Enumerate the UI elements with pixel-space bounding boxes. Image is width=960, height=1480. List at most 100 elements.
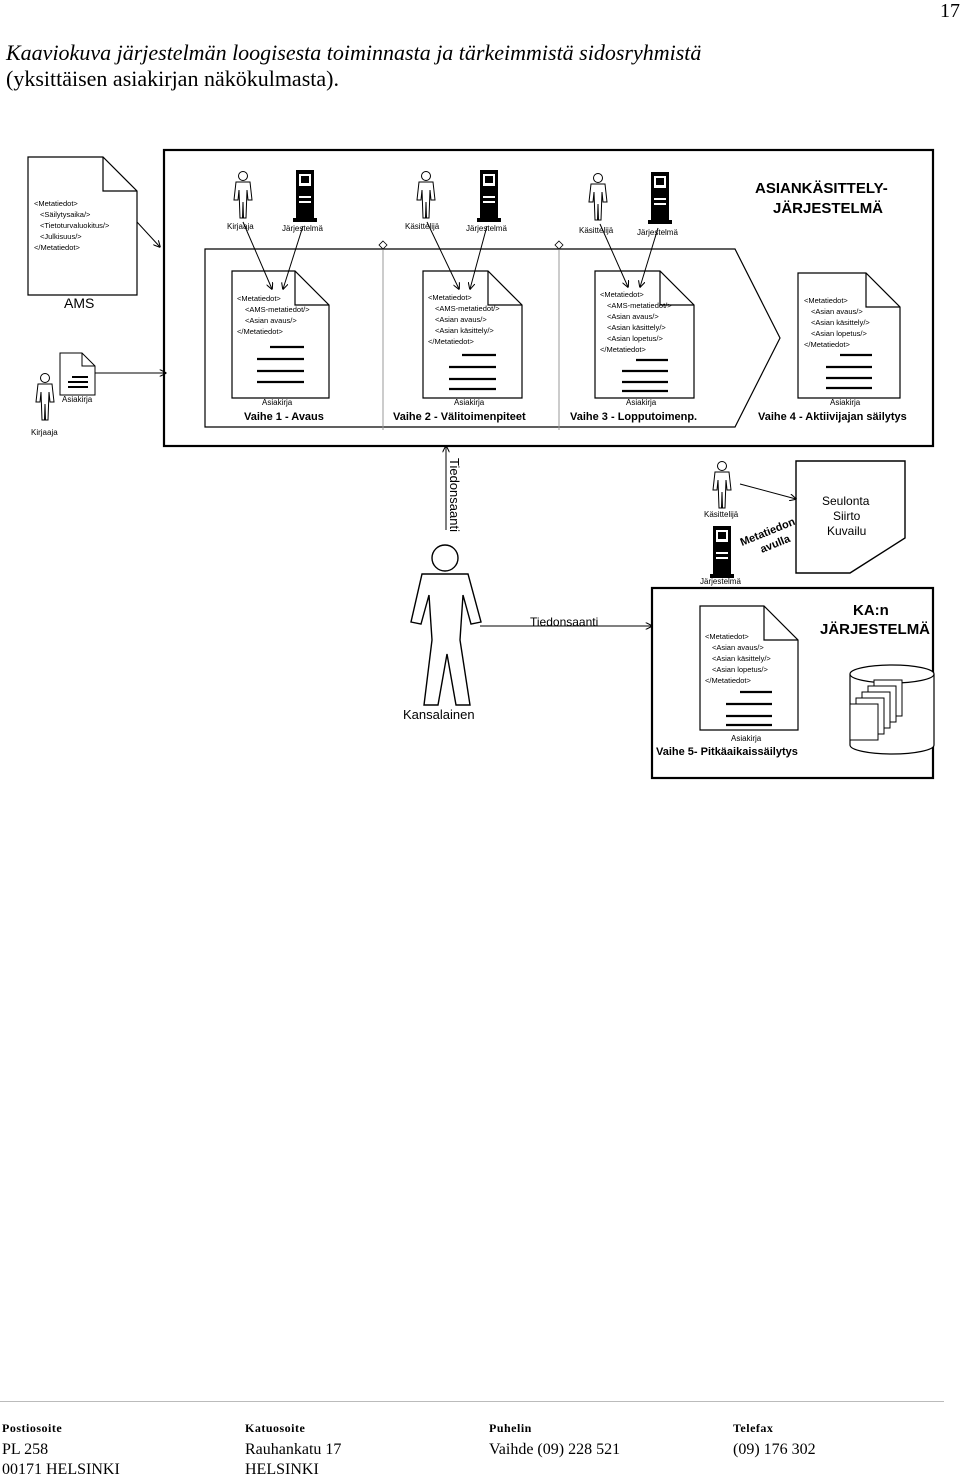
seulonta-box: Seulonta Siirto Kuvailu	[795, 460, 906, 574]
stage-2-label: Vaihe 2 - Välitoimenpiteet	[393, 411, 526, 423]
doc-line: <AMS-metatiedot/>	[435, 304, 500, 313]
ams-doc-line: <Metatiedot>	[34, 199, 78, 208]
kirjaaja-icon	[233, 171, 253, 219]
stage-3-document: <Metatiedot> <AMS-metatiedot/> <Asian av…	[594, 270, 695, 399]
asiankasittely-system-box	[162, 148, 935, 448]
asiakirja-label: Asiakirja	[830, 398, 861, 407]
seulonta-line: Kuvailu	[827, 524, 866, 538]
kirjaaja-label: Kirjaaja	[31, 428, 58, 437]
doc-line: <AMS-metatiedot/>	[245, 305, 310, 314]
computer-icon	[293, 170, 317, 222]
new-document-icon	[59, 352, 96, 396]
doc-line: </Metatiedot>	[237, 327, 283, 336]
asiakirja-label: Asiakirja	[454, 398, 485, 407]
page-title: Kaaviokuva järjestelmän loogisesta toimi…	[6, 40, 906, 92]
footer-line: (09) 176 302	[733, 1441, 816, 1458]
stage-1-label: Vaihe 1 - Avaus	[244, 411, 324, 423]
footer-line: PL 258	[2, 1441, 49, 1458]
doc-line: <Asian lopetus/>	[712, 665, 768, 674]
doc-line: </Metatiedot>	[600, 345, 646, 354]
footer-heading: Telefax	[733, 1421, 774, 1435]
stage-container	[204, 248, 781, 428]
footer-line: Rauhankatu 17	[245, 1441, 342, 1458]
ams-doc-line: <Julkisuus/>	[40, 232, 82, 241]
kasittelija-icon	[588, 173, 608, 221]
asiakirja-label: Asiakirja	[62, 395, 93, 404]
asiakirja-label: Asiakirja	[262, 398, 293, 407]
stage-3-label: Vaihe 3 - Lopputoimenp.	[570, 411, 697, 423]
computer-icon	[710, 526, 734, 578]
footer-fax: Telefax (09) 176 302	[733, 1418, 816, 1460]
doc-line: <AMS-metatiedot/>	[607, 301, 672, 310]
footer-line: Vaihde (09) 228 521	[489, 1441, 621, 1458]
stage-2-document: <Metatiedot> <AMS-metatiedot/> <Asian av…	[422, 270, 523, 399]
ams-label: AMS	[64, 295, 94, 311]
kirjaaja-icon	[35, 373, 55, 421]
doc-line: <Metatiedot>	[428, 293, 472, 302]
stage-5-document: <Metatiedot> <Asian avaus/> <Asian käsit…	[699, 605, 799, 731]
doc-line: <Asian avaus/>	[811, 307, 863, 316]
doc-line: <Asian avaus/>	[607, 312, 659, 321]
ams-doc-line: <Säilytysaika/>	[40, 210, 91, 219]
doc-line: <Asian avaus/>	[245, 316, 297, 325]
footer-line: 00171 HELSINKI	[2, 1461, 120, 1478]
jarjestelma-label: Järjestelmä	[637, 228, 678, 237]
doc-line: <Metatiedot>	[600, 290, 644, 299]
doc-line: </Metatiedot>	[428, 337, 474, 346]
doc-line: <Asian avaus/>	[435, 315, 487, 324]
doc-line: <Asian käsittely/>	[712, 654, 771, 663]
doc-line: <Metatiedot>	[237, 294, 281, 303]
footer-heading: Puhelin	[489, 1421, 532, 1435]
tiedonsaanti-vertical: Tiedonsaanti	[447, 458, 462, 532]
computer-icon	[477, 170, 501, 222]
kasittelija-label: Käsittelijä	[579, 226, 614, 235]
footer-phone: Puhelin Vaihde (09) 228 521	[489, 1418, 620, 1460]
ams-doc-line: </Metatiedot>	[34, 243, 80, 252]
footer-heading: Postiosoite	[2, 1421, 63, 1435]
footer-heading: Katuosoite	[245, 1421, 306, 1435]
archive-cylinder	[849, 664, 935, 755]
doc-line: <Metatiedot>	[804, 296, 848, 305]
jarjestelma-label: Järjestelmä	[700, 577, 741, 586]
seulonta-line: Seulonta	[822, 494, 870, 508]
footer-line: HELSINKI	[245, 1461, 319, 1478]
page-number: 17	[940, 0, 960, 22]
footer-divider	[0, 1401, 944, 1402]
doc-line: <Asian käsittely/>	[811, 318, 870, 327]
system-title-line-2: JÄRJESTELMÄ	[773, 200, 883, 217]
ams-doc-line: <Tietoturvaluokitus/>	[40, 221, 110, 230]
doc-line: </Metatiedot>	[705, 676, 751, 685]
process-diagram: <Metatiedot> <Säilytysaika/> <Tietoturva…	[27, 148, 935, 780]
stage-4-document: <Metatiedot> <Asian avaus/> <Asian käsit…	[797, 272, 901, 399]
computer-icon	[648, 172, 672, 224]
system-title-line-1: ASIANKÄSITTELY-	[755, 180, 888, 197]
kasittelija-icon	[712, 461, 732, 509]
seulonta-line: Siirto	[833, 509, 861, 523]
kasittelija-label: Käsittelijä	[405, 222, 440, 231]
kasittelija-label: Käsittelijä	[704, 510, 739, 519]
kansalainen-label: Kansalainen	[403, 707, 475, 722]
asiakirja-label: Asiakirja	[731, 734, 762, 743]
title-line-1: Kaaviokuva järjestelmän loogisesta toimi…	[6, 40, 702, 65]
doc-line: <Asian lopetus/>	[607, 334, 663, 343]
stage-4-label: Vaihe 4 - Aktiivijajan säilytys	[758, 411, 907, 423]
stage-5-label: Vaihe 5- Pitkäaikaissäilytys	[656, 746, 798, 758]
doc-line: <Metatiedot>	[705, 632, 749, 641]
kirjaaja-label: Kirjaaja	[227, 222, 254, 231]
footer-street: Katuosoite Rauhankatu 17 HELSINKI	[245, 1418, 341, 1480]
doc-line: </Metatiedot>	[804, 340, 850, 349]
doc-line: <Asian käsittely/>	[435, 326, 494, 335]
asiakirja-label: Asiakirja	[626, 398, 657, 407]
doc-line: <Asian avaus/>	[712, 643, 764, 652]
ams-document: <Metatiedot> <Säilytysaika/> <Tietoturva…	[27, 156, 138, 311]
ka-title-line-2: JÄRJESTELMÄ	[820, 621, 930, 638]
kansalainen-icon	[410, 544, 482, 706]
footer-postal: Postiosoite PL 258 00171 HELSINKI	[2, 1418, 120, 1480]
kasittelija-icon	[416, 171, 436, 219]
tiedonsaanti-horizontal: Tiedonsaanti	[530, 615, 598, 629]
title-line-2: (yksittäisen asiakirjan näkökulmasta).	[6, 66, 339, 91]
stage-1-document: <Metatiedot> <AMS-metatiedot/> <Asian av…	[231, 270, 330, 399]
doc-line: <Asian lopetus/>	[811, 329, 867, 338]
doc-line: <Asian käsittely/>	[607, 323, 666, 332]
ka-title-line-1: KA:n	[853, 602, 889, 619]
